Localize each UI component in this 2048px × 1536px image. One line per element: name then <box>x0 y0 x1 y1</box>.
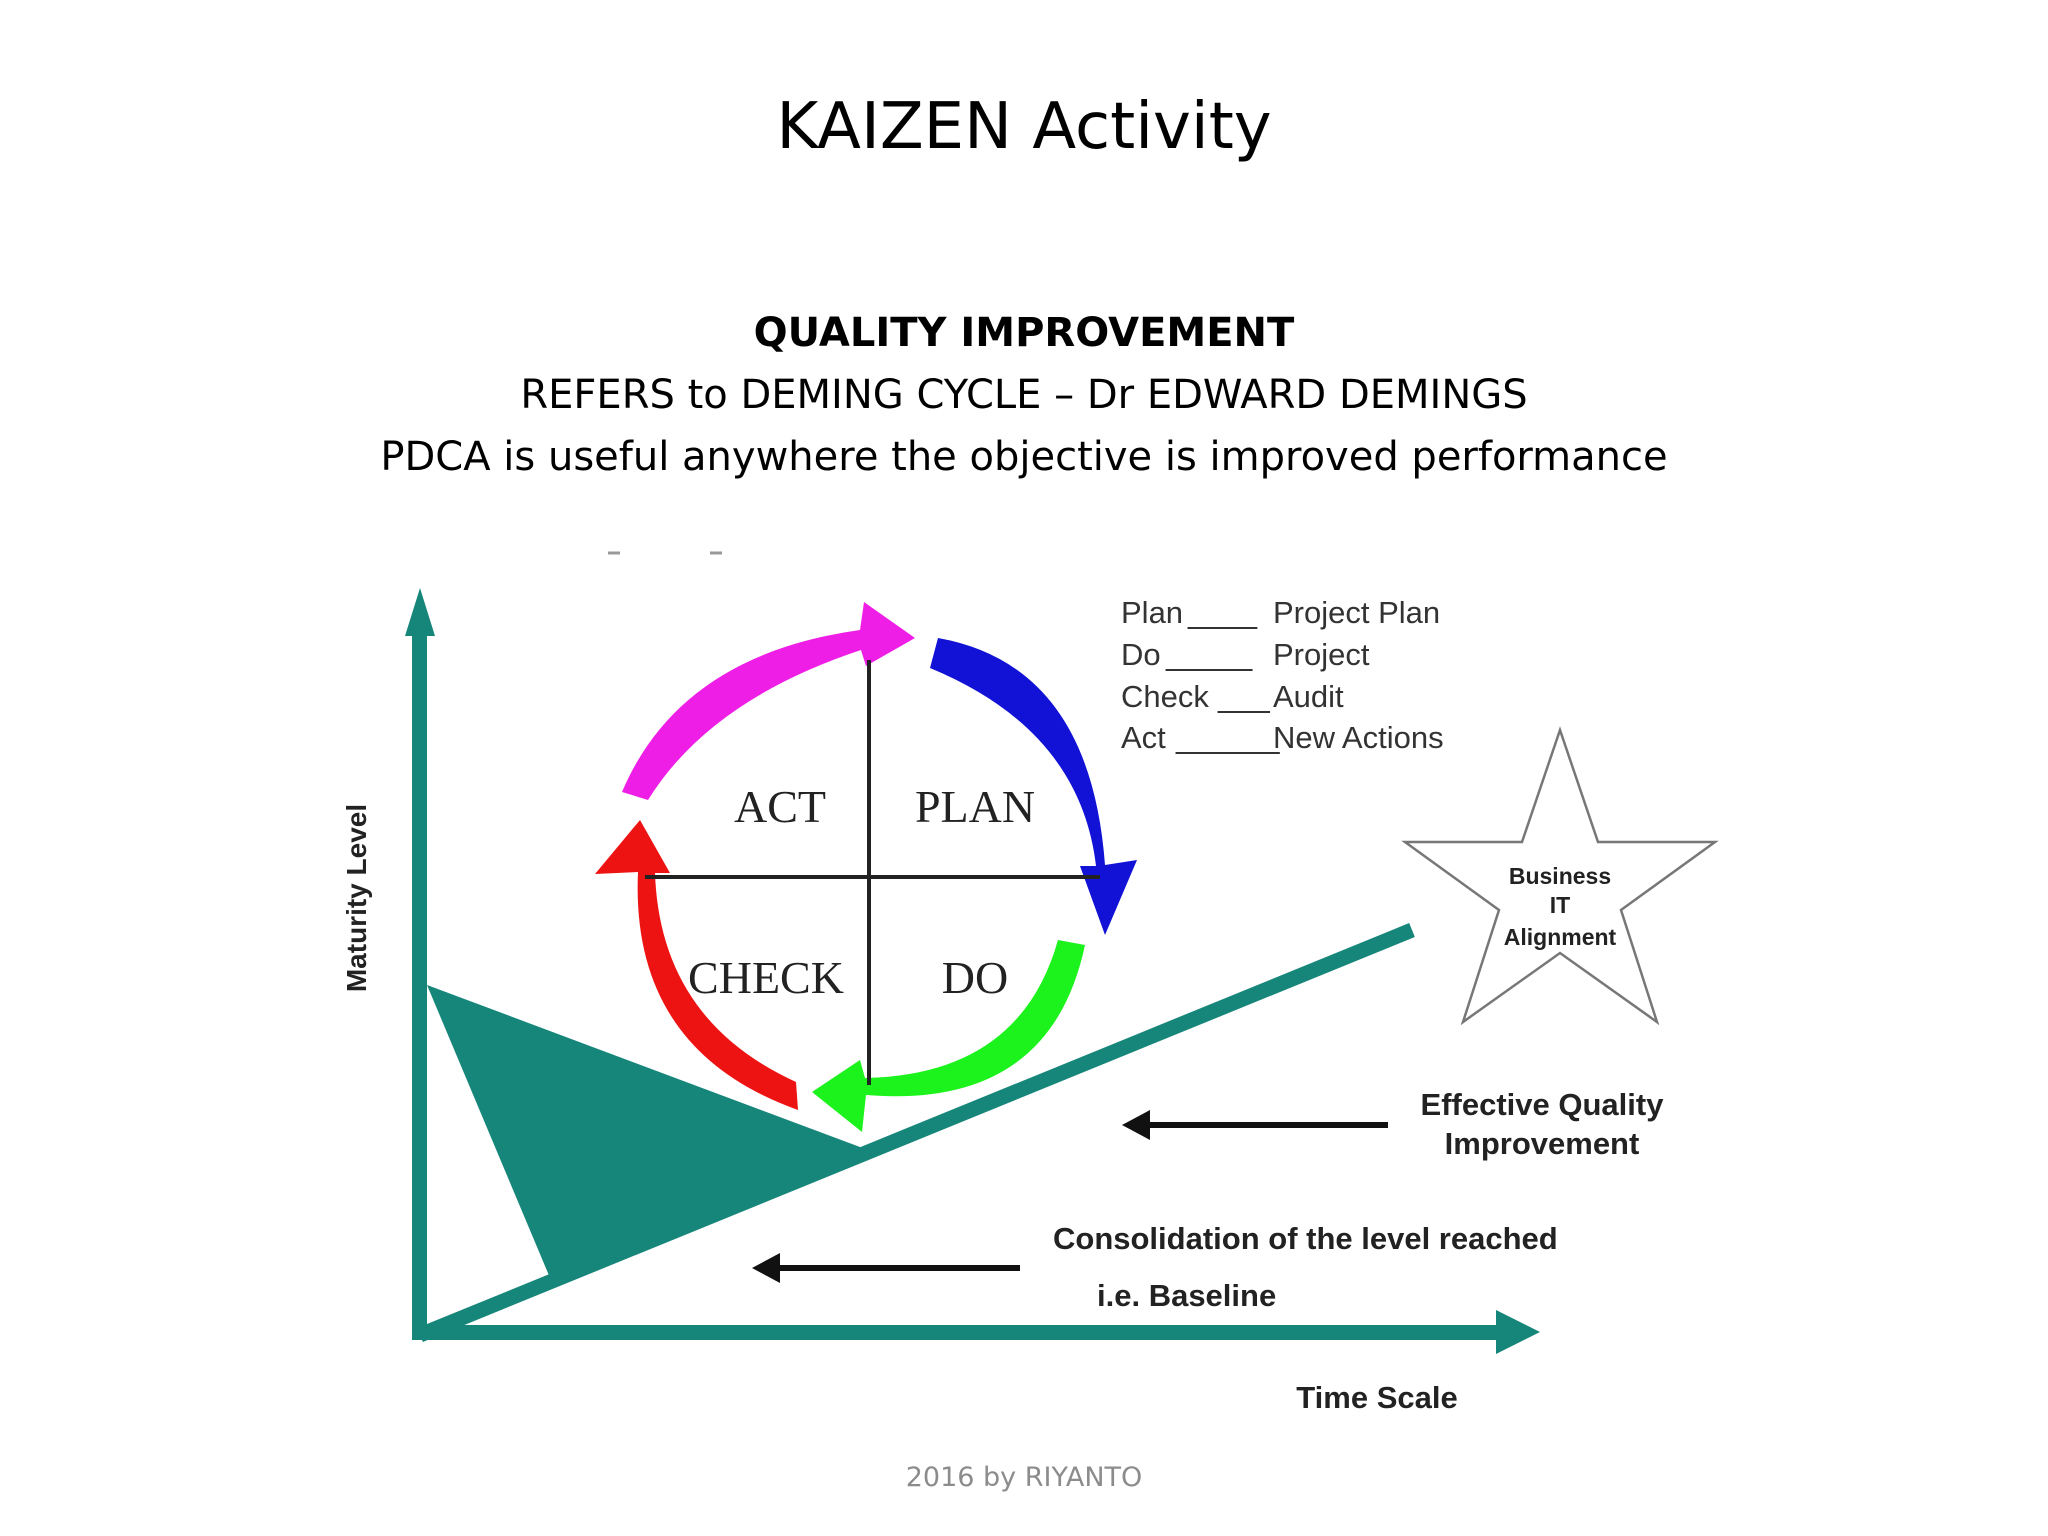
x-axis-arrow <box>1496 1310 1540 1354</box>
consolidation-arrow <box>752 1253 1020 1283</box>
star-line-alignment: Alignment <box>1504 924 1617 950</box>
legend-meaning-act: New Actions <box>1273 720 1444 755</box>
pdca-line: PDCA is useful anywhere the objective is… <box>380 434 1668 480</box>
star-line-it: IT <box>1550 892 1570 918</box>
improvement-wedge <box>427 985 868 1285</box>
consolidation-line1: Consolidation of the level reached <box>1053 1221 1558 1256</box>
effective-arrow <box>1122 1110 1388 1140</box>
legend-sep-plan: ____ <box>1187 595 1258 630</box>
legend-term-plan: Plan <box>1121 595 1183 630</box>
pdca-legend: Plan ____ Project Plan Do _____ Project … <box>1121 595 1444 755</box>
legend-meaning-check: Audit <box>1273 679 1344 714</box>
deming-line: REFERS to DEMING CYCLE – Dr EDWARD DEMIN… <box>520 372 1528 418</box>
legend-sep-check: ___ <box>1217 679 1270 714</box>
quadrant-divider <box>645 660 1100 1085</box>
pdca-arrows <box>595 602 1137 1132</box>
legend-term-act: Act <box>1121 720 1166 755</box>
effective-line1: Effective Quality <box>1421 1087 1665 1122</box>
consolidation-line2: i.e. Baseline <box>1097 1278 1276 1313</box>
x-axis <box>412 1325 1512 1340</box>
star-line-business: Business <box>1509 863 1611 889</box>
green-arrow <box>812 940 1085 1132</box>
axes <box>405 588 1540 1354</box>
y-axis <box>412 620 427 1340</box>
y-axis-label: Maturity Level <box>341 804 372 992</box>
quadrant-check: CHECK <box>688 952 844 1003</box>
legend-meaning-do: Project <box>1273 637 1370 672</box>
effective-line2: Improvement <box>1445 1126 1640 1161</box>
x-axis-label: Time Scale <box>1296 1380 1457 1415</box>
slide-title: KAIZEN Activity <box>776 90 1272 164</box>
quadrant-act: ACT <box>734 781 826 832</box>
y-axis-arrow <box>405 588 435 636</box>
legend-term-do: Do <box>1121 637 1161 672</box>
star-icon <box>1401 726 1719 1026</box>
legend-term-check: Check <box>1121 679 1209 714</box>
quality-heading: QUALITY IMPROVEMENT <box>753 310 1295 356</box>
subtitle-block: QUALITY IMPROVEMENT REFERS to DEMING CYC… <box>0 302 2048 488</box>
magenta-arrow <box>622 602 915 800</box>
legend-sep-do: _____ <box>1165 637 1253 672</box>
red-arrow <box>595 820 798 1110</box>
footer-credit: 2016 by RIYANTO <box>905 1462 1143 1493</box>
quadrant-do: DO <box>942 952 1008 1003</box>
legend-meaning-plan: Project Plan <box>1273 595 1440 630</box>
quadrant-plan: PLAN <box>915 781 1035 832</box>
blue-arrow <box>930 638 1137 935</box>
legend-sep-act: ______ <box>1175 720 1280 755</box>
